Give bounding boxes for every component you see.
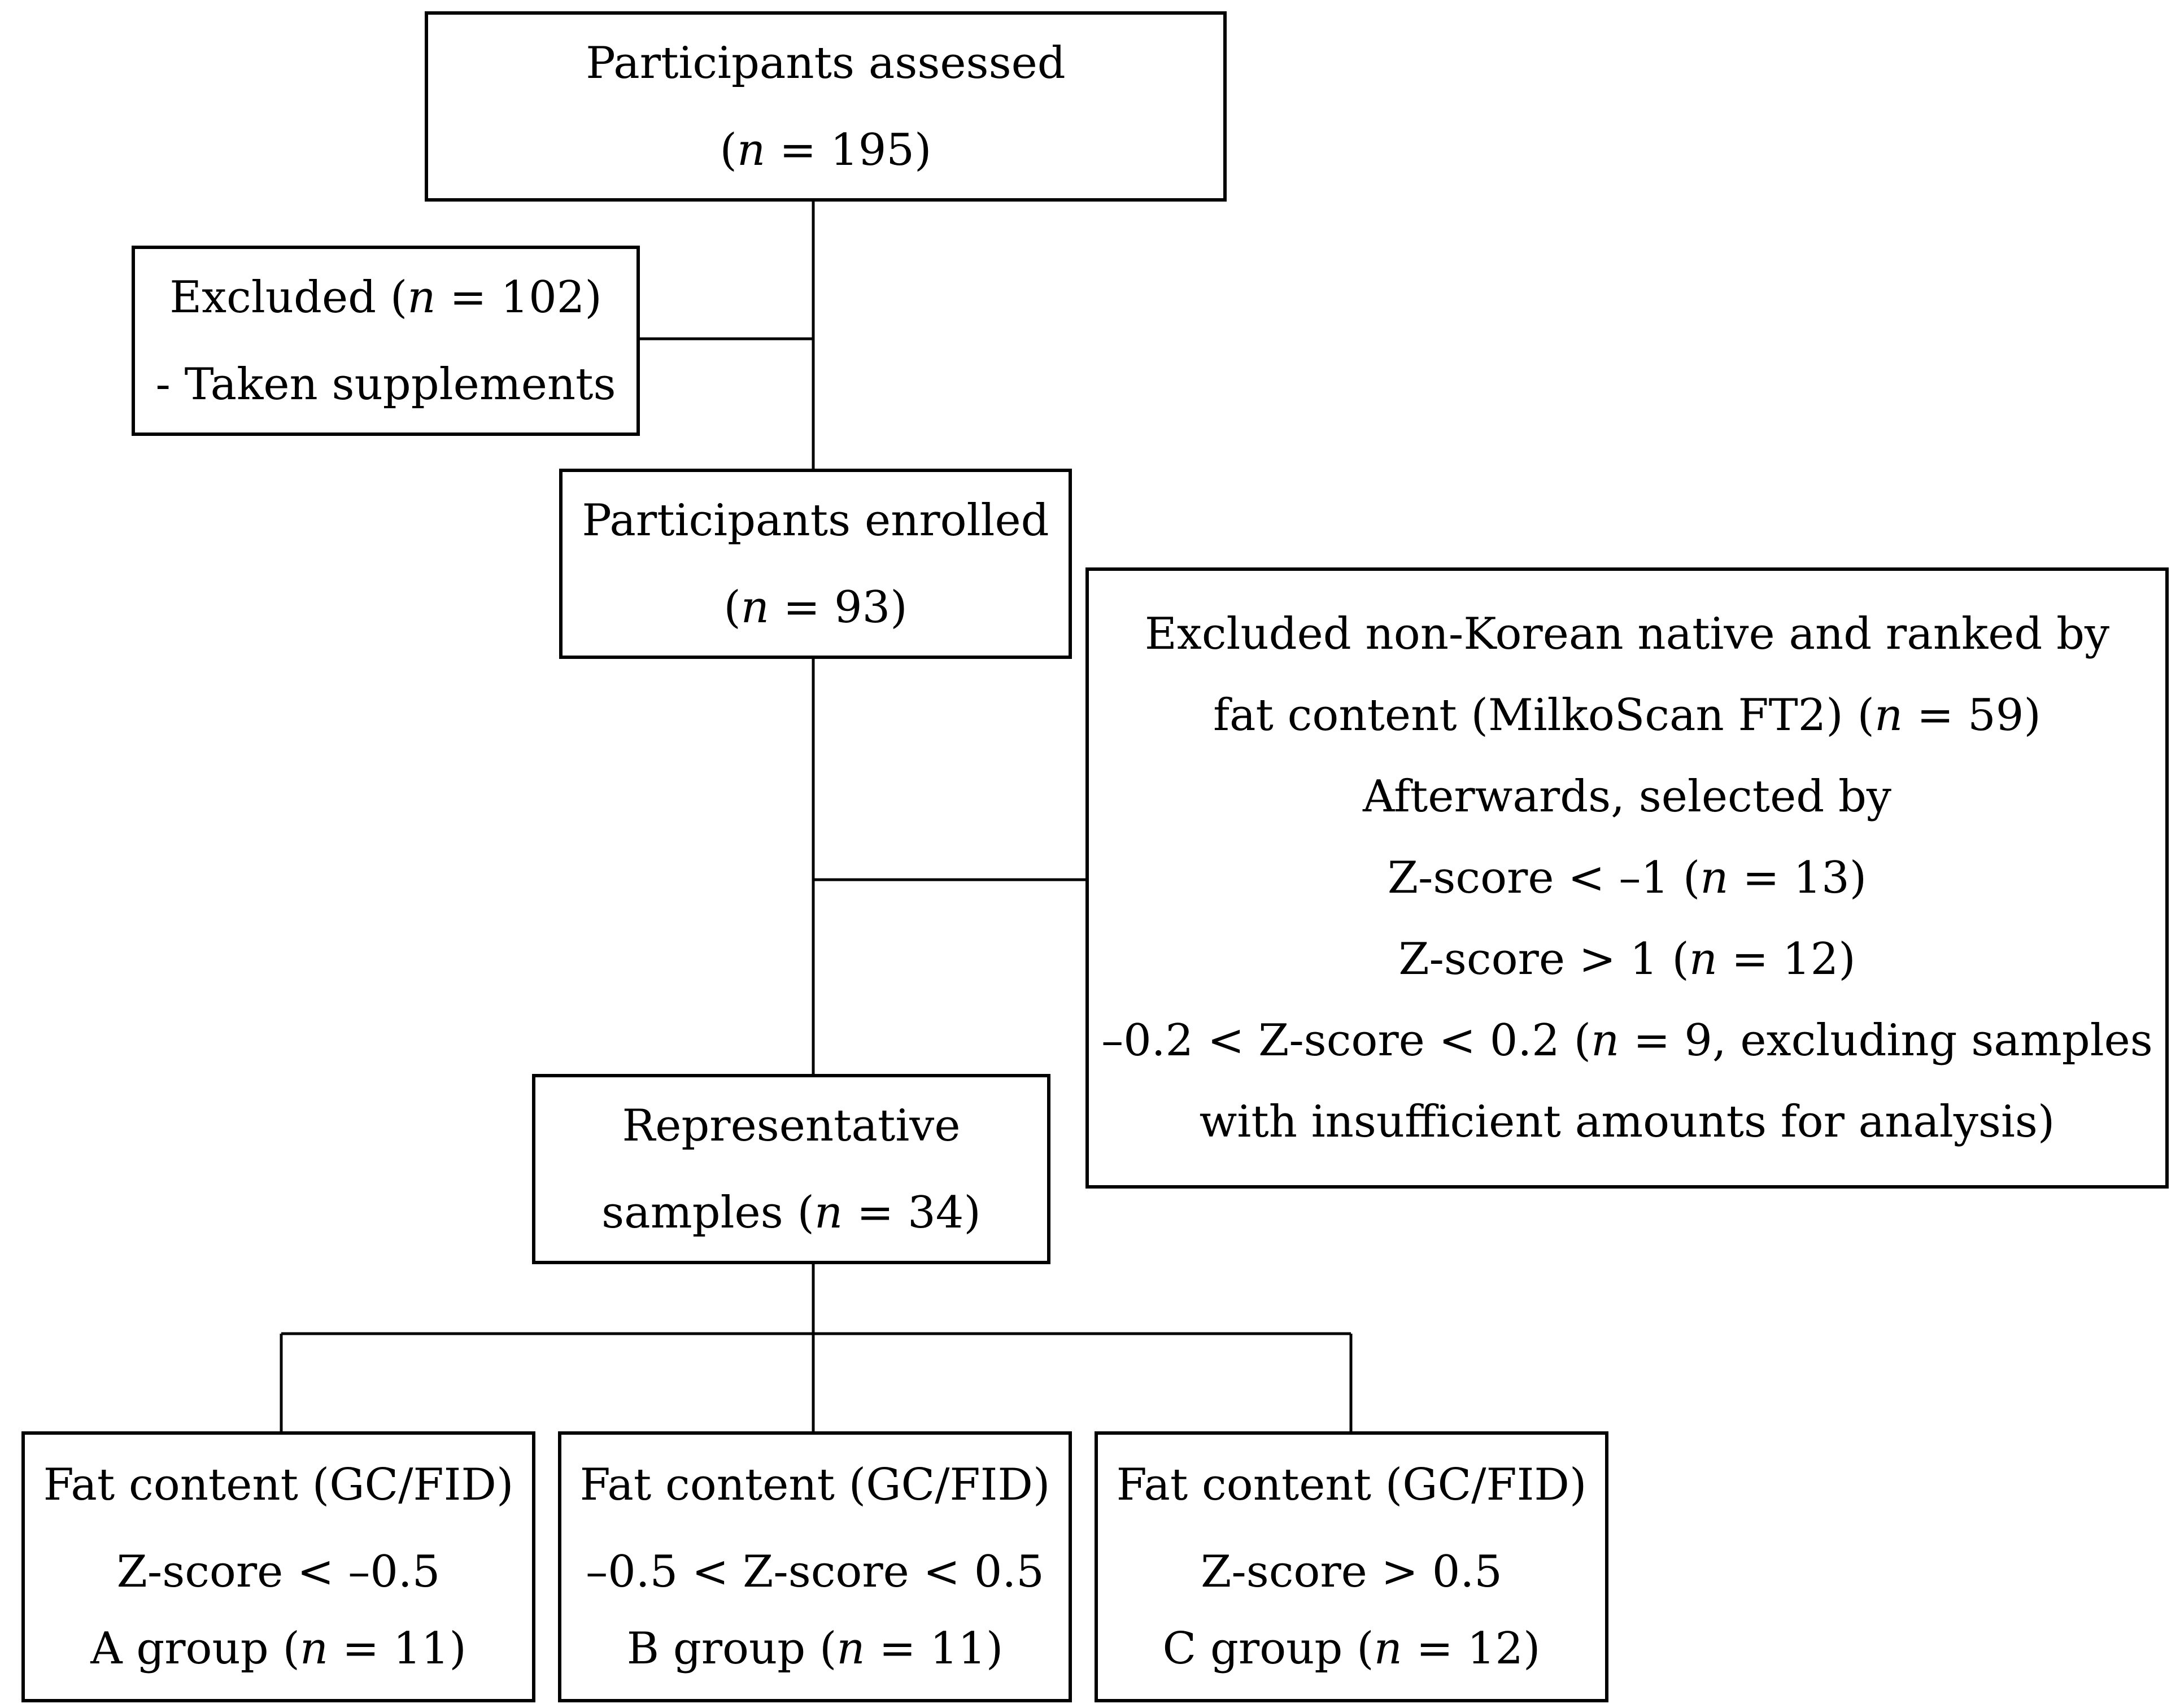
assessed-label: Participants assessed [586,37,1066,89]
group-c-count: C group (n = 12) [1162,1623,1541,1674]
group-a-criterion: Z-score < –0.5 [116,1547,441,1597]
selection-line-5: Z-score > 1 (n = 12) [1398,934,1856,985]
group-b-method: Fat content (GC/FID) [579,1460,1050,1510]
representative-samples-box: Representative samples (n = 34) [532,1074,1050,1264]
selection-line-7: with insufficient amounts for analysis) [1199,1097,2055,1147]
group-b-box: Fat content (GC/FID) –0.5 < Z-score < 0.… [558,1431,1072,1702]
group-c-method: Fat content (GC/FID) [1116,1460,1587,1510]
participants-assessed-box: Participants assessed (n = 195) [425,11,1227,202]
selection-line-2: fat content (MilkoScan FT2) (n = 59) [1213,690,2041,741]
group-a-box: Fat content (GC/FID) Z-score < –0.5 A gr… [21,1431,535,1702]
representative-label: Representative [622,1100,961,1151]
selection-line-3: Afterwards, selected by [1363,771,1891,822]
participants-enrolled-box: Participants enrolled (n = 93) [559,469,1072,659]
group-a-count: A group (n = 11) [90,1623,466,1674]
representative-count: samples (n = 34) [601,1187,981,1238]
excluded-supplements-box: Excluded (n = 102) - Taken supplements [132,246,640,436]
group-c-box: Fat content (GC/FID) Z-score > 0.5 C gro… [1095,1431,1608,1702]
group-c-criterion: Z-score > 0.5 [1201,1547,1502,1597]
excluded-supplements-reason: - Taken supplements [155,359,616,410]
selection-criteria-box: Excluded non-Korean native and ranked by… [1085,567,2169,1189]
group-b-criterion: –0.5 < Z-score < 0.5 [586,1547,1044,1597]
excluded-supplements-count: Excluded (n = 102) [169,272,602,323]
group-b-count: B group (n = 11) [626,1623,1004,1674]
enrolled-count: (n = 93) [723,582,908,633]
selection-line-6: –0.2 < Z-score < 0.2 (n = 9, excluding s… [1101,1015,2153,1066]
enrolled-label: Participants enrolled [582,495,1049,546]
selection-line-1: Excluded non-Korean native and ranked by [1144,609,2110,659]
assessed-count: (n = 195) [720,124,932,176]
selection-line-4: Z-score < –1 (n = 13) [1387,853,1867,903]
group-a-method: Fat content (GC/FID) [43,1460,514,1510]
